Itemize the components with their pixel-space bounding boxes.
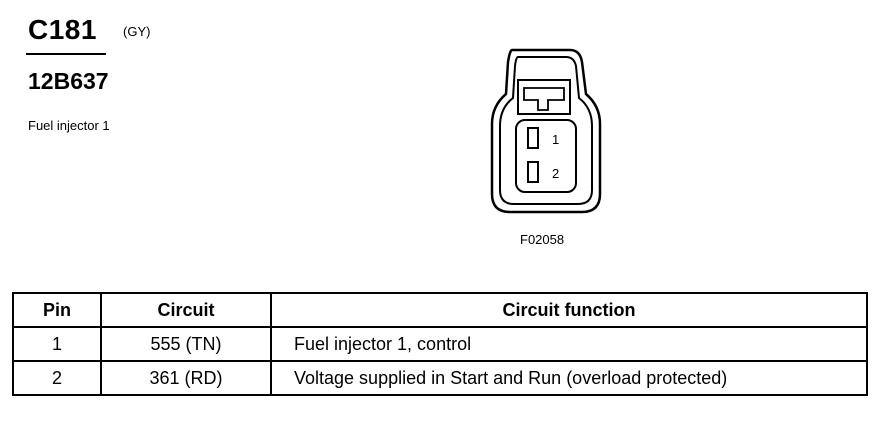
column-header-circuit: Circuit [100,292,272,328]
connector-diagram: 1 2 [482,40,612,225]
connector-id: C181 [28,14,97,45]
table-header-row: Pin Circuit Circuit function [12,292,868,328]
pin-2-terminal [527,161,539,183]
part-number: 12B637 [28,68,109,94]
cell-circuit: 555 (TN) [100,326,272,362]
connector-description: Fuel injector 1 [28,118,110,133]
pin-1-terminal [527,127,539,149]
pin-label-2: 2 [552,166,560,181]
pin-label-1: 1 [552,132,560,147]
connector-id-underline [26,53,106,55]
terminal-cavity [515,119,577,193]
locking-tab [517,79,571,115]
cell-pin: 2 [12,360,102,396]
connector-color: (GY) [123,24,151,39]
connector-housing-inner [499,56,593,205]
connector-housing-outer [490,48,602,214]
locking-tab-notch [523,87,565,111]
cell-function: Voltage supplied in Start and Run (overl… [270,360,868,396]
cell-function: Fuel injector 1, control [270,326,868,362]
pinout-table: Pin Circuit Circuit function 1 555 (TN) … [12,292,868,396]
column-header-pin: Pin [12,292,102,328]
cell-circuit: 361 (RD) [100,360,272,396]
column-header-function: Circuit function [270,292,868,328]
connector-face-drawing [490,48,602,214]
table-row: 2 361 (RD) Voltage supplied in Start and… [12,360,868,396]
table-row: 1 555 (TN) Fuel injector 1, control [12,326,868,362]
cell-pin: 1 [12,326,102,362]
figure-code: F02058 [520,232,565,247]
